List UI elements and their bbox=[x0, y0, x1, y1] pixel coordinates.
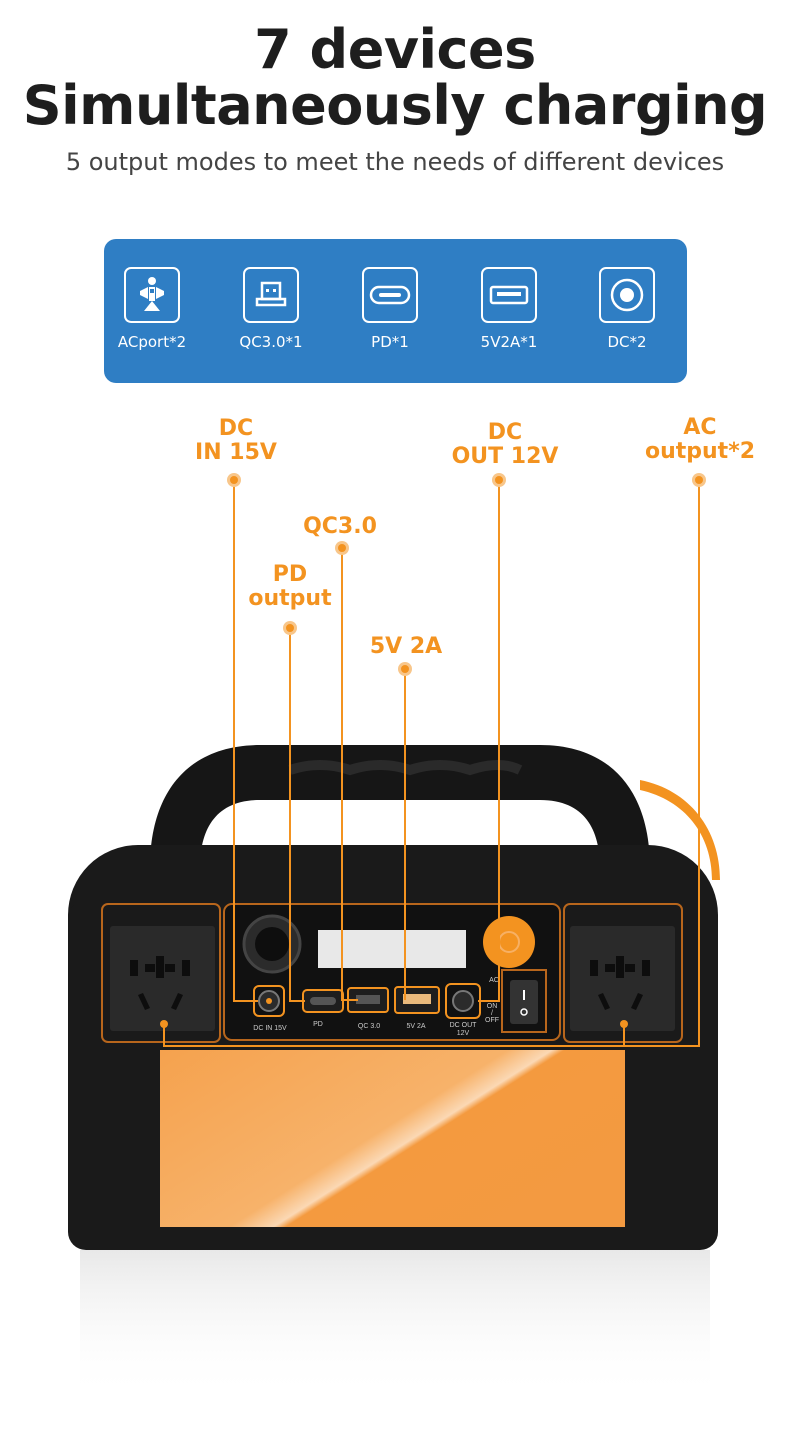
callout-dc-in-line1: DC bbox=[218, 416, 254, 441]
left-ac-holes bbox=[130, 956, 190, 1010]
lcd-display bbox=[318, 930, 466, 968]
port-type-pd: PD*1 bbox=[330, 267, 450, 351]
ac-switch-frame bbox=[501, 969, 547, 1033]
panel-label-dc-in: DC IN 15V bbox=[253, 1025, 287, 1032]
callout-qc-line1: QC3.0 bbox=[303, 514, 377, 539]
port-type-ac: ACport*2 bbox=[92, 267, 212, 351]
panel-label-ac: AC bbox=[489, 977, 499, 984]
callout-5v2a: 5V 2A bbox=[356, 635, 456, 659]
panel-label-5v2a: 5V 2A bbox=[406, 1023, 425, 1030]
orange-rim bbox=[640, 780, 720, 880]
port-type-label: PD*1 bbox=[371, 333, 409, 351]
usb-a-icon bbox=[243, 267, 299, 323]
panel-label-on: ON bbox=[487, 1003, 498, 1010]
pd-port bbox=[310, 997, 336, 1005]
panel-label-qc: QC 3.0 bbox=[358, 1023, 380, 1030]
callout-ac-line2: output*2 bbox=[644, 439, 756, 464]
callout-ac: AC output*2 bbox=[640, 416, 760, 464]
panel-label-dc-out-1: DC OUT bbox=[450, 1022, 478, 1029]
right-ac-holes bbox=[590, 956, 650, 1010]
port-type-label: QC3.0*1 bbox=[239, 333, 303, 351]
callout-pd-line2: output bbox=[248, 586, 332, 611]
callout-qc: QC3.0 bbox=[290, 515, 390, 539]
port-type-5v2a: 5V2A*1 bbox=[449, 267, 569, 351]
port-type-dc: DC*2 bbox=[567, 267, 687, 351]
handle-grip bbox=[288, 760, 523, 776]
left-ac-frame bbox=[101, 903, 221, 1043]
orange-front-panel bbox=[160, 1050, 625, 1227]
callout-dc-out-line1: DC bbox=[487, 420, 523, 445]
leader-dots bbox=[160, 473, 706, 1028]
usb-5v-port bbox=[403, 994, 431, 1004]
right-ac-outlet bbox=[570, 926, 675, 1031]
usb-a-flat-icon bbox=[481, 267, 537, 323]
port-types-panel: ACport*2 QC3.0*1 PD*1 5V2A bbox=[104, 239, 687, 383]
qc-port bbox=[356, 995, 380, 1004]
callout-5v2a-line1: 5V 2A bbox=[369, 634, 443, 659]
headline-line-2: Simultaneously charging bbox=[22, 74, 768, 137]
floor-reflection bbox=[80, 1250, 710, 1400]
callout-dc-out-line2: OUT 12V bbox=[451, 444, 559, 469]
panel-label-dc-out-2: 12V bbox=[457, 1030, 470, 1037]
port-type-qc: QC3.0*1 bbox=[211, 267, 331, 351]
port-type-label: ACport*2 bbox=[117, 333, 187, 351]
callout-ac-line1: AC bbox=[683, 415, 717, 440]
callout-dc-in: DC IN 15V bbox=[186, 417, 286, 465]
ac-rocker-switch bbox=[510, 980, 538, 1024]
port-type-label: DC*2 bbox=[607, 333, 647, 351]
leader-lines bbox=[163, 480, 700, 1047]
dc-out-port bbox=[452, 990, 474, 1012]
subtitle: 5 output modes to meet the needs of diff… bbox=[65, 148, 725, 176]
left-ac-outlet bbox=[110, 926, 215, 1031]
dc-barrel-icon bbox=[599, 267, 655, 323]
usb-c-icon bbox=[362, 267, 418, 323]
carry-handle bbox=[150, 745, 650, 868]
panel-label-slash: / bbox=[491, 1010, 493, 1017]
panel-label-pd: PD bbox=[313, 1021, 323, 1028]
headline-line-1: 7 devices bbox=[254, 18, 536, 81]
callout-pd-line1: PD bbox=[272, 562, 308, 587]
callout-dc-out: DC OUT 12V bbox=[440, 421, 570, 469]
panel-label-off: OFF bbox=[485, 1017, 499, 1024]
ac-outlet-icon bbox=[124, 267, 180, 323]
callout-pd: PD output bbox=[240, 563, 340, 611]
power-button bbox=[483, 916, 535, 968]
port-type-label: 5V2A*1 bbox=[480, 333, 538, 351]
callout-dc-in-line2: IN 15V bbox=[195, 440, 277, 465]
